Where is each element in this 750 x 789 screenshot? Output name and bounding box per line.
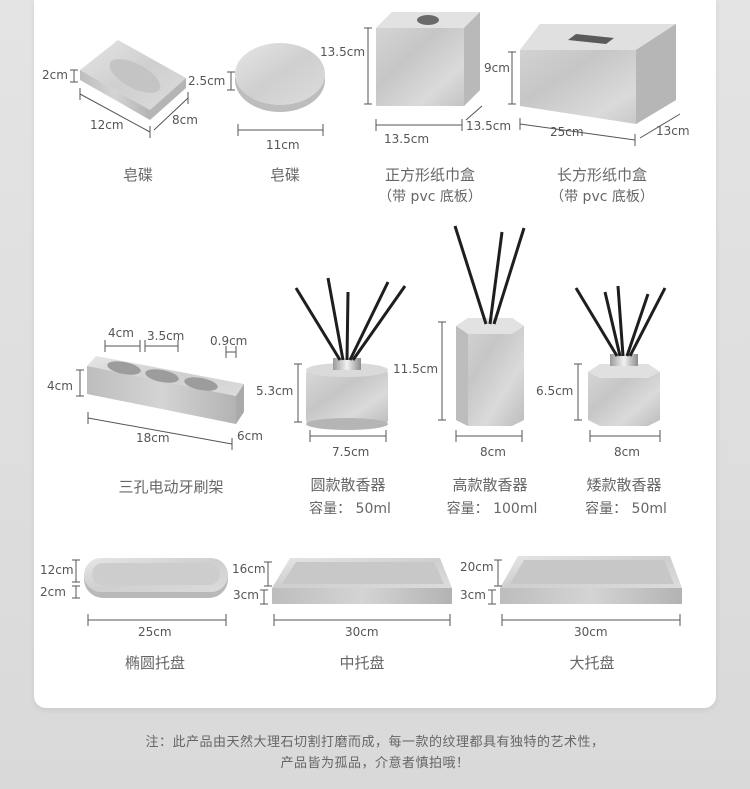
soap-dish-2-name: 皂碟 (269, 166, 300, 184)
soap-dish-2-diameter: 11cm (266, 138, 300, 152)
short-diffuser-capacity-value: 50ml (631, 501, 667, 517)
oval-tray-image (84, 558, 228, 598)
square-box-name: 正方形纸巾盒 (384, 166, 475, 184)
square-tissue-box-image (376, 12, 480, 106)
oval-tray-length: 25cm (138, 625, 172, 639)
big-tray-width: 20cm (460, 560, 494, 574)
toothbrush-width: 6cm (237, 429, 263, 443)
mid-tray-width: 16cm (232, 562, 266, 576)
soap-dish-1-height: 2cm (42, 68, 68, 82)
square-box-height: 13.5cm (320, 45, 366, 59)
soap-dish-1-name: 皂碟 (122, 166, 153, 184)
round-diffuser-capacity-label: 容量： (309, 501, 352, 517)
short-diffuser-capacity-label: 容量： (585, 501, 628, 517)
mid-tray-name: 中托盘 (339, 654, 385, 672)
tall-diffuser-name: 高款散香器 (452, 476, 528, 494)
tall-diffuser-height: 11.5cm (393, 362, 439, 376)
big-tray-image (500, 556, 682, 604)
square-box-length: 13.5cm (384, 132, 430, 146)
round-diffuser-image (294, 277, 407, 430)
oval-tray-height: 2cm (40, 585, 66, 599)
toothbrush-hole: 4cm (108, 326, 134, 340)
round-diffuser-capacity: 容量： 50ml (290, 498, 410, 518)
mid-tray-height: 3cm (233, 588, 259, 602)
rect-box-sub: （带 pvc 底板） (550, 189, 654, 205)
round-diffuser-diameter: 7.5cm (332, 445, 370, 459)
square-box-sub: （带 pvc 底板） (378, 189, 482, 205)
soap-dish-2-height: 2.5cm (188, 74, 226, 88)
soap-dish-1-length: 12cm (90, 118, 124, 132)
toothbrush-height: 4cm (47, 379, 73, 393)
toothbrush-holder-image (87, 356, 244, 424)
rect-tissue-box-image (520, 24, 676, 124)
short-diffuser-diameter: 8cm (614, 445, 640, 459)
rect-box-length: 25cm (550, 125, 584, 139)
toothbrush-name: 三孔电动牙刷架 (118, 478, 224, 496)
big-tray-length: 30cm (574, 625, 608, 639)
rect-box-width: 13cm (656, 124, 690, 138)
round-diffuser-name: 圆款散香器 (310, 476, 386, 494)
oval-tray-width: 12cm (40, 563, 74, 577)
short-diffuser-image (574, 285, 667, 426)
big-tray-height: 3cm (460, 588, 486, 602)
round-diffuser-height: 5.3cm (256, 384, 294, 398)
short-diffuser-capacity: 容量： 50ml (566, 498, 686, 518)
toothbrush-edge: 0.9cm (210, 334, 248, 348)
tall-diffuser-capacity-value: 100ml (493, 501, 538, 517)
toothbrush-length: 18cm (136, 431, 170, 445)
tall-diffuser-diameter: 8cm (480, 445, 506, 459)
tall-diffuser-capacity-label: 容量： (446, 501, 489, 517)
oval-tray-name: 椭圆托盘 (124, 654, 185, 672)
round-diffuser-capacity-value: 50ml (355, 501, 391, 517)
short-diffuser-height: 6.5cm (536, 384, 574, 398)
footer-note-line-1: 注：此产品由天然大理石切割打磨而成，每一款的纹理都具有独特的艺术性， (145, 735, 605, 750)
soap-dish-round-image (235, 43, 325, 112)
mid-tray-image (272, 558, 452, 604)
mid-tray-length: 30cm (345, 625, 379, 639)
rect-box-name: 长方形纸巾盒 (556, 166, 647, 184)
toothbrush-gap: 3.5cm (147, 329, 185, 343)
square-box-width: 13.5cm (466, 119, 512, 133)
soap-dish-rect-image (80, 40, 186, 120)
short-diffuser-name: 矮款散香器 (586, 476, 662, 494)
footer-note-line-2: 产品皆为孤品，介意者慎拍哦！ (280, 756, 470, 771)
soap-dish-1-width: 8cm (172, 113, 198, 127)
rect-box-height: 9cm (484, 61, 510, 75)
tall-diffuser-capacity: 容量： 100ml (430, 498, 554, 518)
tall-diffuser-image (453, 225, 526, 426)
big-tray-name: 大托盘 (569, 654, 615, 672)
